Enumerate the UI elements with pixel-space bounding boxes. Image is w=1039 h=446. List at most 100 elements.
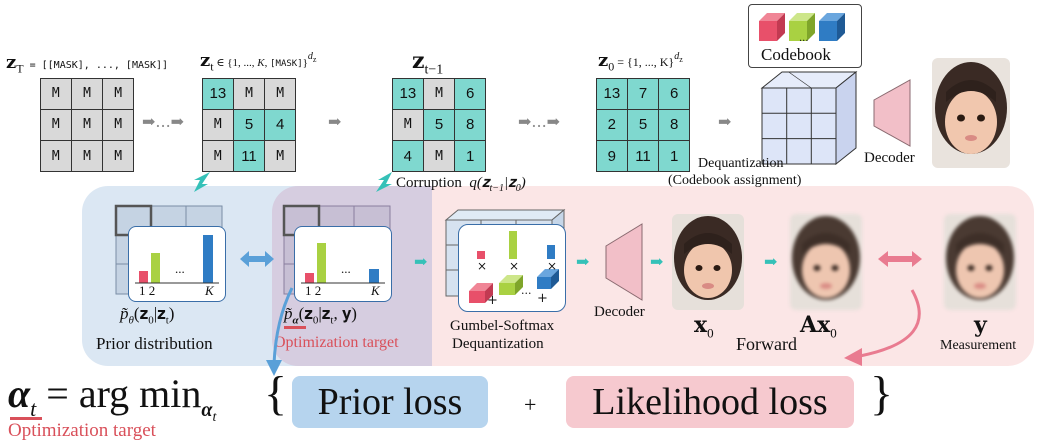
measurement-label: Measurement [940,338,1017,353]
arrow-to-gumbel: ➡ [414,252,428,271]
decoder-top-label: Decoder [864,150,915,166]
grid-cell: M [203,141,233,171]
grid-cell: M [424,141,454,171]
grid-cell: 4 [265,110,295,140]
grid-cell: 5 [424,110,454,140]
codebook-assignment-label: (Codebook assignment) [668,173,802,188]
gumbel-plus-2: + [537,291,548,306]
double-arrow-blue [240,251,274,267]
grid-cell: 1 [659,141,689,171]
opt-histogram: 1 2 ... K [294,226,392,302]
opt-dist-formula: p̃α(𝐳0|𝐳t, 𝐲) [284,304,357,327]
prior-hist-label-12: 1 2 [139,283,156,298]
gumbel-softmax-box: × × × + ··· + [458,224,566,312]
arrow-ellipsis-2: ➡...➡ [518,112,561,131]
decoder-bottom-shape [605,223,643,301]
codebook-label: Codebook [761,45,831,64]
opt-hist-label-12: 1 2 [305,283,322,298]
z0-label: 𝐳0 = {1, ..., K}dz [598,50,683,74]
grid-cell: 11 [234,141,264,171]
zT-label: 𝐳T = [[MASK], ..., [MASK]] [6,52,169,76]
brace-close: } [870,367,894,420]
prior-dist-formula: p̃θ(𝐳0|𝐳t) [120,304,175,327]
arrow-down-left-teal [194,172,210,192]
grid-cell: M [103,110,133,140]
arrow-ellipsis-1: ➡...➡ [142,112,185,131]
opt-underline [284,326,306,329]
gumbel-dequantization-label: Dequantization [452,336,544,352]
alpha-underline [10,417,42,420]
gumbel-times-2: × [509,259,520,273]
grid-cell: 11 [628,141,658,171]
opt-hist-label-dots: ... [341,261,351,276]
ztm1-label: 𝐳t−1 [412,48,444,78]
grid-cell: M [72,79,102,109]
prior-hist-label-dots: ... [175,261,185,276]
decoder-bottom-label: Decoder [594,304,645,320]
grid-cell: M [41,110,71,140]
prior-distribution-label: Prior distribution [96,334,213,353]
grid-cell: 8 [455,110,485,140]
arrow-to-decoder: ➡ [576,252,590,271]
arrow-up-right-teal [376,172,392,192]
grid-cell: 9 [597,141,627,171]
ax0-image [790,214,862,310]
prior-hist-label-K: K [205,283,214,298]
codebook-dots: ... [799,33,809,44]
y-label: 𝐲 [974,312,987,337]
grid-cell: M [41,141,71,171]
prior-histogram: 1 2 ... K [128,226,226,302]
grid-cell: M [41,79,71,109]
grid-cell: M [203,110,233,140]
grid-cell: 5 [234,110,264,140]
x0-image [672,214,744,310]
grid-cell: M [103,79,133,109]
grid-cell: 13 [203,79,233,109]
optimization-target-label-bottom: Optimization target [8,420,156,441]
gumbel-softmax-label: Gumbel-Softmax [450,318,555,334]
gumbel-dots: ··· [521,287,532,300]
brace-open: { [264,367,288,420]
grid-cell: M [72,141,102,171]
arrow-to-ax0: ➡ [764,252,778,271]
grid-cell: 2 [597,110,627,140]
reconstructed-face-image [932,58,1010,168]
forward-label: Forward [736,334,797,354]
grid-cell: 6 [455,79,485,109]
grid-cell: 6 [659,79,689,109]
grid-cell: M [393,110,423,140]
grid-cell: 1 [455,141,485,171]
likelihood-loss-box: Likelihood loss [566,376,854,428]
grid-cell: M [72,110,102,140]
grid-cell: M [234,79,264,109]
ax0-label: 𝐀𝐱0 [800,312,837,341]
grid-cell: 13 [393,79,423,109]
optimization-target-label-mid: Optimization target [274,334,399,351]
arrow-3: ➡ [718,112,732,131]
equation-alpha: αt = arg minαt [8,371,217,425]
prior-loss-box: Prior loss [292,376,488,428]
y-measurement-image [944,214,1016,310]
zt-label: 𝐳t ∈ {1, ..., K, [MASK]}dz [200,50,317,74]
dequantized-embedding-cube [760,70,858,166]
arrow-2: ➡ [328,112,342,131]
arrow-to-x0: ➡ [650,252,664,271]
opt-hist-label-K: K [371,283,380,298]
grid-cell: 8 [659,110,689,140]
grid-cell: 5 [628,110,658,140]
x0-label: 𝐱0 [694,312,714,341]
double-arrow-pink [878,251,922,267]
gumbel-plus-1: + [487,293,498,308]
grid-cell: 13 [597,79,627,109]
dequantization-label: Dequantization [698,156,784,171]
codebook-vectors-icon [759,13,845,41]
grid-cell: M [265,79,295,109]
plus-sign: + [524,392,537,417]
codebook-box: ... Codebook [748,4,862,68]
grid-cell: 4 [393,141,423,171]
grid-cell: M [424,79,454,109]
